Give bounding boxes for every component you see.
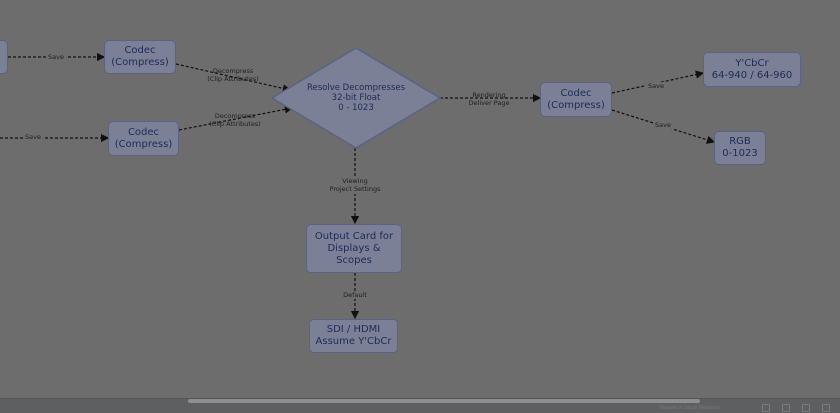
horizontal-scrollbar[interactable]: Shared in Local Network	[0, 398, 840, 413]
expand-icon[interactable]	[822, 404, 830, 412]
resolve-diamond	[270, 47, 442, 149]
codec-top-left-node: Codec (Compress)	[104, 40, 176, 74]
edge-decompress-bottom	[178, 105, 294, 131]
rgb-node: RGB 0-1023	[714, 131, 766, 165]
sdi-hdmi-node: SDI / HDMI Assume Y'CbCr	[309, 319, 398, 353]
scroll-thumb[interactable]	[188, 399, 700, 403]
edge-decompress-top	[175, 63, 292, 93]
label-save-rgb: Save	[653, 121, 673, 129]
layout-icon[interactable]	[802, 404, 810, 412]
label-save-mid-left: Save	[23, 133, 43, 141]
edge-save-rgb	[611, 109, 716, 144]
label-decompress-bottom: Decompress (Clip Attributes)	[209, 112, 261, 128]
diagram-canvas: Codec (Compress) Codec (Compress) Codec …	[0, 40, 801, 353]
output-card-node: Output Card for Displays & Scopes	[306, 224, 402, 273]
label-rendering: Rendering Deliver Page	[468, 91, 510, 107]
label-save-top-left: Save	[46, 53, 66, 61]
settings-icon[interactable]	[782, 404, 790, 412]
resolve-node-label: Resolve Decompresses 32-bit Float 0 - 10…	[306, 83, 406, 113]
codec-mid-left-node: Codec (Compress)	[108, 121, 179, 156]
codec-right-node: Codec (Compress)	[540, 82, 612, 117]
ycbcr-node: Y'CbCr 64-940 / 64-960	[703, 52, 801, 87]
network-icon[interactable]	[762, 404, 770, 412]
label-save-ycbcr: Save	[646, 82, 666, 90]
label-viewing: Viewing Project Settings	[327, 176, 383, 194]
label-default: Default	[341, 291, 369, 299]
partial-left-node	[0, 40, 8, 74]
label-decompress-top: Decompress (Clip Attributes)	[207, 67, 259, 83]
status-text: Shared in Local Network	[659, 405, 720, 411]
